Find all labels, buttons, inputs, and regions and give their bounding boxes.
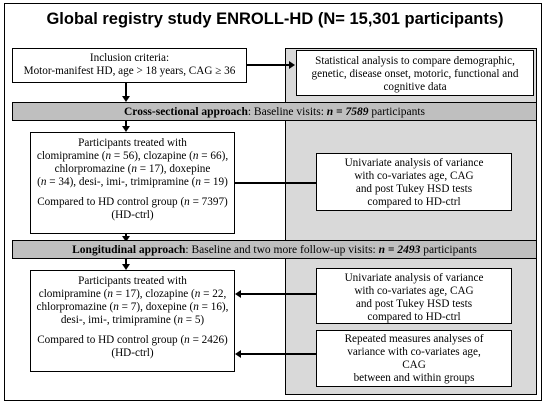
cross-sectional-band: Cross-sectional approach: Baseline visit… (12, 102, 537, 121)
longitudinal-band: Longitudinal approach: Baseline and two … (12, 240, 537, 259)
repeated-line-3: CAG (402, 359, 426, 371)
lg-participants-line-1: Participants treated with (78, 275, 187, 287)
connector-lg-repeated (241, 353, 316, 355)
connector-cs-to-univariate (235, 182, 316, 184)
lg-univariate-line-3: and post Tukey HSD tests (355, 298, 473, 310)
longitudinal-participants-box: Participants treated with clomipramine (… (30, 270, 235, 372)
lg-univariate-line-2: with co-variates age, CAG (354, 285, 474, 297)
repeated-line-4: between and within groups (353, 372, 475, 384)
cross-sectional-text: : Baseline visits: (247, 106, 327, 118)
cross-sectional-participants-box: Participants treated with clomipramine (… (30, 132, 235, 234)
inclusion-criteria-box: Inclusion criteria: Motor-manifest HD, a… (12, 48, 247, 83)
lg-participants-line-3: chlorpromazine (n = 7), doxepine (n = 16… (36, 301, 229, 313)
arrow-inclusion-to-stats (247, 64, 289, 66)
arrow-band2-down (125, 259, 127, 265)
inclusion-line-2: Motor-manifest HD, age > 18 years, CAG ≥… (23, 65, 236, 77)
cs-participants-line-1: Participants treated with (78, 137, 187, 149)
longitudinal-n: n = 2493 (378, 244, 421, 256)
lg-univariate-line-4: compared to HD-ctrl (367, 311, 461, 323)
cs-control-label: (HD-ctrl) (111, 209, 154, 221)
connector-lg-univariate (241, 293, 316, 295)
cross-sectional-n: n = 7589 (326, 106, 369, 118)
lg-repeated-measures-box: Repeated measures analyses of variance w… (316, 330, 512, 387)
lg-participants-line-4: desi-, imi-, trimipramine (n = 5) (60, 314, 205, 326)
arrow-inclusion-down (125, 83, 127, 97)
cs-univariate-line-1: Univariate analysis of variance (344, 157, 484, 169)
longitudinal-text: : Baseline and two more follow-up visits… (185, 244, 379, 256)
arrow-head-lg-univariate (235, 290, 241, 298)
cross-sectional-label: Cross-sectional approach (124, 106, 248, 118)
lg-control-label: (HD-ctrl) (111, 347, 154, 359)
lg-participants-line-2: clomipramine (n = 17), clozapine (n = 22… (38, 288, 227, 300)
cross-sectional-suffix: participants (368, 106, 425, 118)
statistical-line-1: Statistical analysis to compare demograp… (315, 55, 515, 67)
statistical-line-3: cognitive data (383, 81, 447, 93)
statistical-analysis-box: Statistical analysis to compare demograp… (296, 50, 534, 96)
cs-univariate-line-3: and post Tukey HSD tests (355, 183, 473, 195)
arrow-head-cs-down (122, 236, 130, 242)
lg-univariate-line-1: Univariate analysis of variance (344, 272, 484, 284)
statistical-line-2: genetic, disease onset, motoric, functio… (311, 68, 519, 80)
cs-participants-line-4: (n = 34), desi-, imi-, trimipramine (n =… (37, 176, 228, 188)
longitudinal-label: Longitudinal approach (72, 244, 186, 256)
arrow-head-band1-down (122, 126, 130, 132)
repeated-line-1: Repeated measures analyses of (344, 333, 484, 345)
diagram-title: Global registry study ENROLL-HD (N= 15,3… (46, 10, 504, 28)
inclusion-line-1: Inclusion criteria: (89, 52, 170, 64)
lg-control-line: Compared to HD control group (n = 2426) (37, 334, 228, 346)
arrow-head-inclusion (289, 61, 295, 69)
cs-control-line: Compared to HD control group (n = 7397) (37, 196, 228, 208)
cs-univariate-line-2: with co-variates age, CAG (354, 170, 474, 182)
arrow-head-inclusion-down (122, 96, 130, 102)
lg-univariate-box: Univariate analysis of variance with co-… (316, 268, 512, 324)
cs-participants-line-2: clomipramine (n = 56), clozapine (n = 66… (36, 150, 229, 162)
repeated-line-2: variance with co-variates age, (347, 346, 481, 358)
arrow-band1-down (125, 121, 127, 128)
cs-univariate-line-4: compared to HD-ctrl (367, 196, 461, 208)
cs-participants-line-3: chlorpromazine (n = 17), doxepine (54, 163, 211, 175)
arrow-head-lg-repeated (235, 350, 241, 358)
arrow-head-band2-down (122, 264, 130, 270)
cs-univariate-box: Univariate analysis of variance with co-… (316, 153, 512, 211)
longitudinal-suffix: participants (420, 244, 477, 256)
